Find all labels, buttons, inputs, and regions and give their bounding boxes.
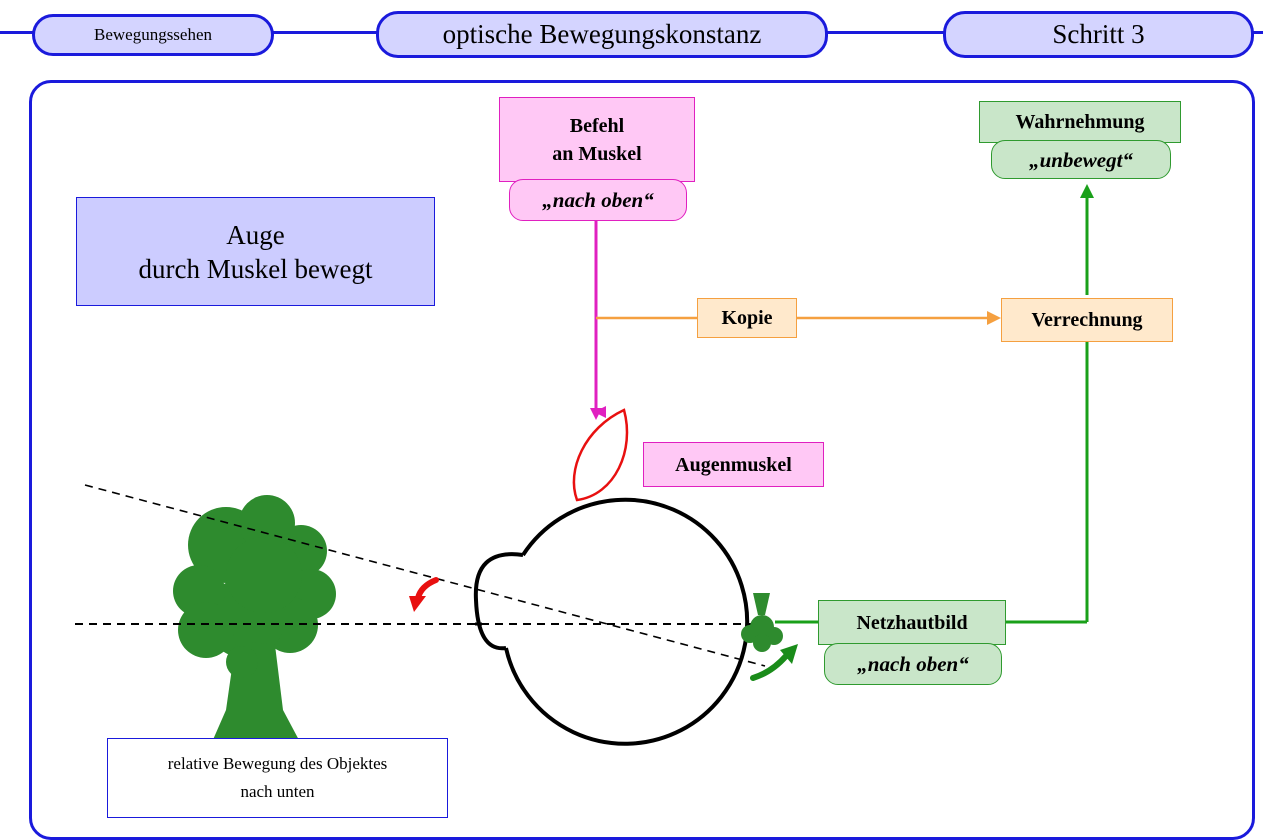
- tab-bewegungssehen[interactable]: Bewegungssehen: [32, 14, 274, 56]
- perception-value: „unbewegt“: [991, 140, 1171, 179]
- copy-label: Kopie: [721, 307, 773, 329]
- tab-label: Schritt 3: [1052, 19, 1145, 49]
- copy-box: Kopie: [697, 298, 797, 338]
- perception-arrowhead-icon: [1080, 184, 1094, 198]
- command-line2: an Muskel: [552, 142, 642, 165]
- tab-label: optische Bewegungskonstanz: [442, 19, 762, 49]
- dashed-sightline-diagonal: [84, 484, 766, 667]
- eye-icon: [473, 497, 750, 746]
- retina-box: Netzhautbild: [818, 600, 1006, 645]
- muscle-label-box: Augenmuskel: [643, 442, 824, 487]
- tab-topic[interactable]: optische Bewegungskonstanz: [376, 11, 828, 58]
- diagram-graphics: [75, 184, 1094, 746]
- tab-label: Bewegungssehen: [93, 25, 213, 44]
- command-value: „nach oben“: [509, 179, 687, 221]
- downward-motion-arrow-icon: [409, 577, 439, 612]
- computation-box: Verrechnung: [1001, 298, 1173, 342]
- caption-line1: relative Bewegung des Objektes: [167, 754, 388, 773]
- retina-value-text: „nach oben“: [857, 652, 969, 676]
- tree-icon: [173, 495, 336, 742]
- retina-image-icon: [741, 593, 783, 652]
- computation-label: Verrechnung: [1031, 309, 1143, 331]
- perception-value-text: „unbewegt“: [1029, 147, 1133, 172]
- muscle-label: Augenmuskel: [675, 453, 792, 476]
- eye-label-line2: durch Muskel bewegt: [138, 253, 373, 284]
- caption-line2: nach unten: [240, 782, 315, 801]
- perception-title: Wahrnehmung: [1015, 111, 1145, 133]
- caption-box: relative Bewegung des Objektes nach unte…: [107, 738, 448, 818]
- retina-signal-path: [775, 198, 1089, 624]
- eye-label-box: Auge durch Muskel bewegt: [76, 197, 435, 306]
- eye-muscle-icon: [572, 408, 629, 502]
- copy-arrowhead-icon: [987, 311, 1001, 325]
- command-line1: Befehl: [569, 114, 625, 137]
- eye-label-line1: Auge: [226, 219, 285, 250]
- tab-step[interactable]: Schritt 3: [943, 11, 1254, 58]
- upward-motion-arrow-icon: [750, 644, 798, 681]
- retina-title: Netzhautbild: [856, 611, 968, 634]
- command-box: Befehl an Muskel: [499, 97, 695, 182]
- command-value-text: „nach oben“: [542, 188, 654, 212]
- perception-box: Wahrnehmung: [979, 101, 1181, 143]
- retina-value: „nach oben“: [824, 643, 1002, 685]
